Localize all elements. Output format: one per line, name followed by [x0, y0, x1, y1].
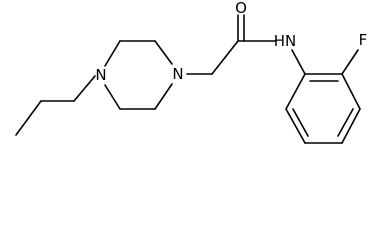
- bond-ring-1: [104, 40, 121, 67]
- bond-benz-inner-2: [337, 108, 354, 137]
- bond-benz-3: [341, 108, 361, 144]
- molecule-drawing: O HN F N N: [15, 0, 368, 144]
- bond-ring-4: [154, 83, 173, 110]
- bond-nh-aryl: [291, 49, 306, 75]
- bond-ch2-co: [211, 40, 239, 75]
- atom-label-piperazine-n4: N: [172, 65, 183, 83]
- bond-ring-3: [154, 40, 173, 65]
- bond-benz-6: [285, 73, 306, 110]
- bond-c-f: [341, 49, 359, 75]
- bond-benz-5: [285, 108, 306, 144]
- structure-diagram: O HN F N N: [15, 0, 368, 144]
- bond-ring-6: [104, 84, 121, 110]
- atom-label-piperazine-n1: N: [95, 66, 106, 84]
- bond-propyl-1: [15, 100, 42, 136]
- bond-propyl-3: [73, 75, 96, 102]
- bond-benz-inner-3: [292, 108, 309, 137]
- bond-benz-2: [341, 73, 361, 110]
- atom-label-oxygen: O: [235, 0, 247, 17]
- atom-label-fluorine: F: [359, 31, 368, 49]
- atom-label-amide-nitrogen: HN: [274, 32, 297, 50]
